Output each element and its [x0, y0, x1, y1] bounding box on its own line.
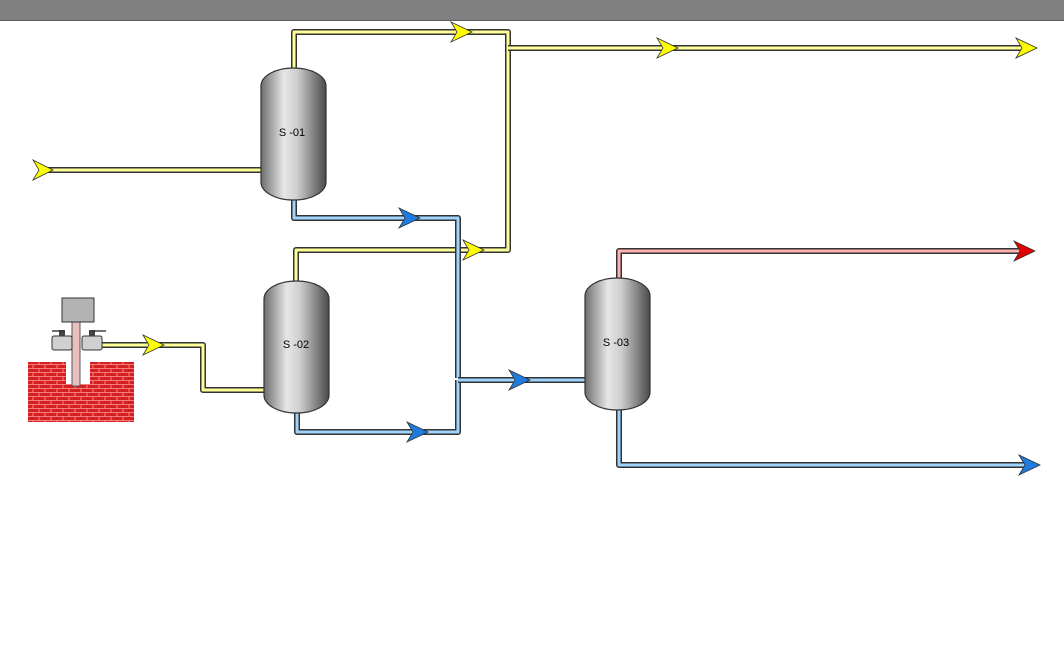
flow-arrows: [31, 21, 1041, 476]
water-pipe-s02: [295, 380, 460, 434]
title-bar: [0, 0, 1064, 21]
hot-outlet-pipe-s03: [617, 249, 1024, 280]
gas-flow-arrow: [141, 334, 165, 356]
water-flow-arrow: [1017, 454, 1041, 476]
vessel-label: S -01: [279, 127, 305, 139]
hot-outlet-pipe-s03: [616, 248, 1024, 280]
water-outlet-pipe-s03: [616, 408, 1030, 468]
gas-flow-arrow: [449, 21, 473, 43]
gas-pipes: [42, 29, 1030, 393]
pipe-network: [42, 29, 1030, 468]
gas-flow-arrow: [461, 239, 485, 261]
hot-pipes: [616, 248, 1024, 280]
water-pipe-s01: [292, 200, 460, 378]
wellhead[interactable]: [28, 297, 134, 422]
actuator-box-icon: [61, 297, 95, 323]
gas-flow-arrow: [31, 159, 54, 181]
vessel-label: S -03: [603, 337, 629, 349]
water-flow-arrow: [507, 369, 531, 391]
water-flow-arrow: [405, 421, 429, 443]
gas-flow-arrow: [1014, 37, 1038, 59]
gas-overhead-pipe-s02: [294, 248, 470, 285]
vessel-s03[interactable]: S -03: [584, 277, 651, 411]
water-flow-arrow: [397, 207, 421, 229]
water-pipes: [291, 200, 1030, 468]
vessel-s02[interactable]: S -02: [263, 280, 330, 414]
gas-flow-arrow: [655, 37, 679, 59]
vessel-s01[interactable]: S -01: [260, 67, 327, 201]
gas-overhead-pipe-s02: [293, 247, 470, 285]
valve-right-icon[interactable]: [81, 330, 106, 351]
gas-overhead-pipe-s01: [292, 30, 510, 252]
hot-flow-arrow: [1012, 240, 1036, 262]
vessel-label: S -02: [283, 339, 309, 351]
wellhead-pipe: [71, 321, 81, 387]
water-outlet-pipe-s03: [617, 408, 1030, 467]
valve-left-icon[interactable]: [51, 330, 73, 351]
